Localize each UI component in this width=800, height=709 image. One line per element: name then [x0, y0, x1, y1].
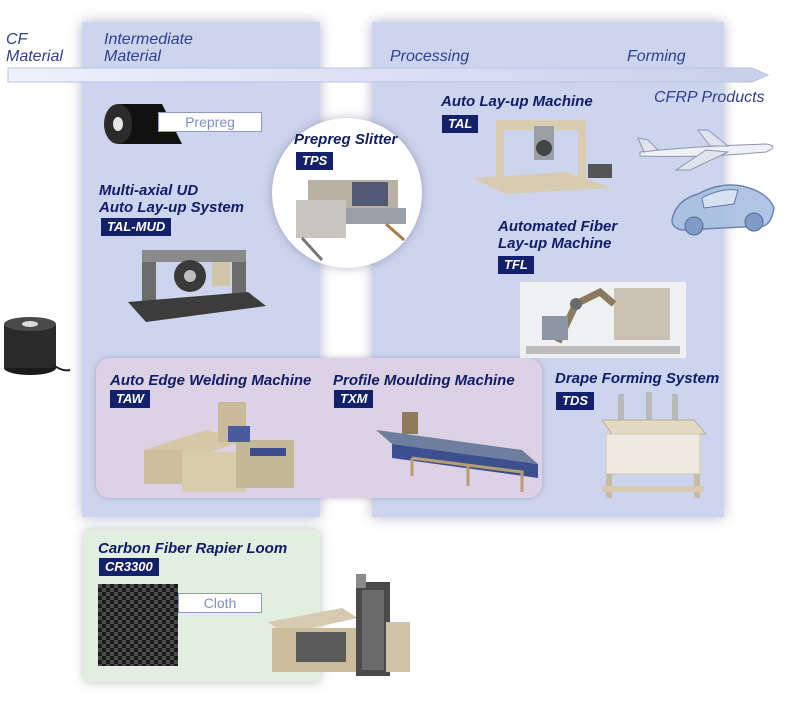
- taw-title: Auto Edge Welding Machine: [110, 372, 312, 389]
- cloth-label: Cloth: [178, 593, 262, 613]
- airplane-icon: [637, 129, 774, 171]
- tfl-badge: TFL: [498, 256, 534, 274]
- tps-title: Prepreg Slitter: [294, 131, 398, 148]
- tds-title: Drape Forming System: [555, 370, 720, 387]
- tal-badge: TAL: [442, 115, 479, 133]
- header-cfrp-products: CFRP Products: [654, 89, 765, 106]
- cf-bobbin-icon: [4, 317, 71, 375]
- tfl-title: Automated Fiber Lay-up Machine: [498, 218, 618, 252]
- tal-machine-image: [472, 120, 612, 194]
- flow-arrow: [7, 67, 770, 83]
- tal-mud-badge: TAL-MUD: [101, 218, 172, 236]
- tds-badge: TDS: [556, 392, 594, 410]
- header-cf-material: CF Material: [6, 31, 63, 65]
- header-processing: Processing: [390, 48, 470, 65]
- tfl-machine-image: [520, 282, 686, 358]
- tds-machine-image: [601, 392, 708, 498]
- txm-machine-image: [376, 412, 538, 492]
- cr3300-title: Carbon Fiber Rapier Loom: [98, 540, 288, 557]
- taw-machine-image: [144, 402, 294, 492]
- taw-badge: TAW: [110, 390, 150, 408]
- header-forming: Forming: [627, 48, 686, 65]
- tal-title: Auto Lay-up Machine: [441, 93, 593, 110]
- tal-mud-title: Multi-axial UD Auto Lay-up System: [99, 182, 245, 216]
- car-icon: [671, 184, 775, 236]
- cr3300-badge: CR3300: [99, 558, 159, 576]
- header-intermediate-material: Intermediate Material: [104, 31, 193, 65]
- txm-badge: TXM: [334, 390, 374, 408]
- cr3300-machine-image: [268, 574, 410, 676]
- cloth-swatch-icon: [98, 584, 178, 666]
- tal-mud-machine-image: [128, 250, 266, 322]
- tps-machine-image: [296, 180, 406, 262]
- txm-title: Profile Moulding Machine: [333, 372, 515, 389]
- prepreg-roll-icon: [104, 104, 182, 144]
- prepreg-label: Prepreg: [158, 112, 262, 132]
- tps-badge: TPS: [296, 152, 334, 170]
